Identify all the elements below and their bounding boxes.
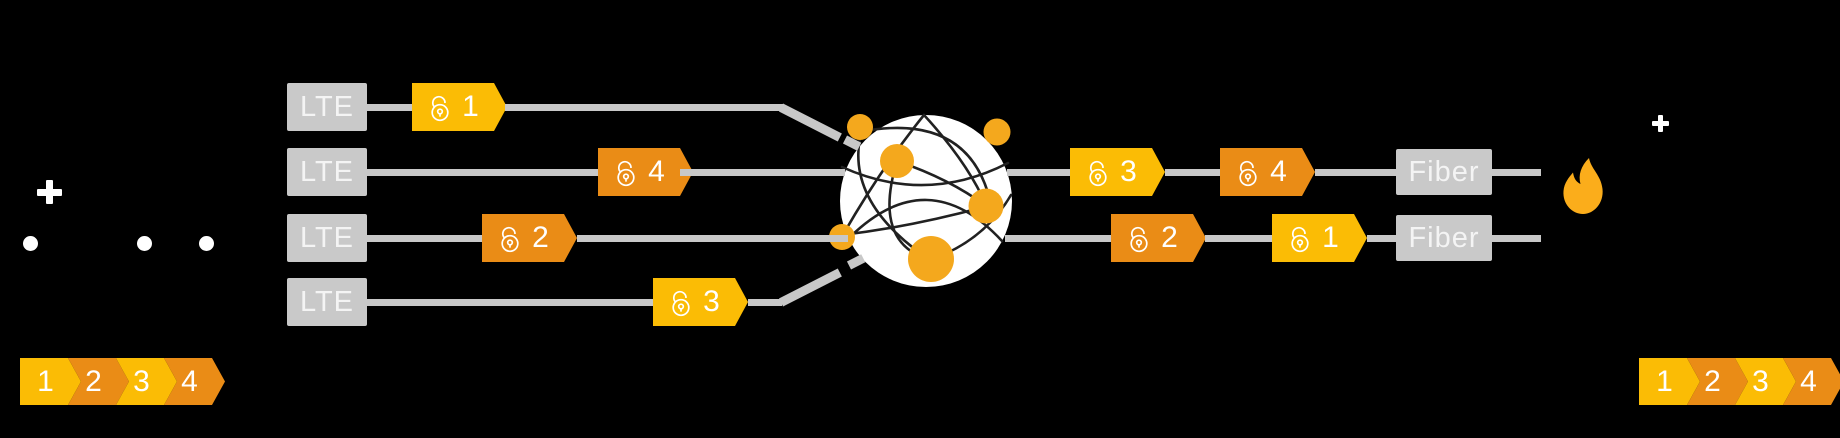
- encryption-badge: 1: [412, 83, 507, 131]
- encryption-badge: 1: [1272, 214, 1367, 262]
- sequence-bar: 1 2 3 4: [1639, 358, 1840, 405]
- encryption-badge: 3: [653, 278, 748, 326]
- sequence-chevron: 1: [20, 358, 81, 405]
- connector-line: [748, 298, 782, 306]
- globe-node: [968, 188, 1004, 224]
- chevron-number: 2: [85, 364, 102, 398]
- lte-box: LTE: [287, 278, 367, 326]
- encryption-badge: 3: [1070, 148, 1165, 196]
- badge-number: 3: [1120, 155, 1137, 188]
- chevron-number: 2: [1704, 364, 1721, 398]
- lte-label: LTE: [299, 90, 355, 123]
- globe-node: [983, 118, 1011, 146]
- flame-icon: [1563, 158, 1603, 214]
- connector-line: [367, 298, 653, 306]
- connector-line: [1165, 168, 1220, 176]
- connector-line: [1005, 234, 1111, 242]
- lte-label: LTE: [299, 221, 355, 254]
- badge-number: 3: [703, 285, 720, 318]
- open-padlock-icon: [617, 160, 635, 187]
- connector-line: [367, 168, 598, 176]
- plus-icon: [1652, 115, 1669, 132]
- connector-line: [1205, 234, 1272, 242]
- open-padlock-icon: [1089, 160, 1107, 187]
- globe-node: [847, 114, 873, 140]
- chevron-number: 3: [133, 364, 150, 398]
- chevron-number: 1: [37, 364, 54, 398]
- connector-line: [367, 234, 482, 242]
- open-padlock-icon: [672, 290, 690, 317]
- globe-node: [880, 144, 914, 178]
- open-padlock-icon: [501, 226, 519, 253]
- badge-number: 1: [1322, 221, 1339, 254]
- connector-line: [1367, 234, 1396, 242]
- sequence-chevron: 1: [1639, 358, 1700, 405]
- connector-line: [1492, 168, 1541, 176]
- chevron-number: 4: [1800, 364, 1817, 398]
- connector-line: [1492, 234, 1541, 242]
- badge-number: 2: [1161, 221, 1178, 254]
- badge-number: 4: [648, 155, 665, 188]
- lte-box: LTE: [287, 214, 367, 262]
- dot-icon: [22, 235, 38, 251]
- badge-number: 1: [462, 90, 479, 123]
- badge-number: 4: [1270, 155, 1287, 188]
- open-padlock-icon: [1291, 226, 1309, 253]
- encryption-badge: 2: [482, 214, 577, 262]
- plus-icon: [37, 180, 62, 204]
- chevron-number: 3: [1752, 364, 1769, 398]
- connector-line: [1315, 168, 1396, 176]
- connector-line: [680, 168, 845, 176]
- fiber-box: Fiber: [1396, 149, 1492, 195]
- fiber-label: Fiber: [1408, 155, 1480, 188]
- globe-node: [908, 236, 954, 282]
- connector-line: [505, 103, 783, 111]
- open-padlock-icon: [431, 95, 449, 122]
- sequence-chevron: 2: [1687, 358, 1748, 405]
- chevron-number: 4: [181, 364, 198, 398]
- lte-box: LTE: [287, 83, 367, 131]
- dot-icon: [136, 235, 152, 251]
- connector-line: [577, 234, 848, 242]
- sequence-bar: 1 2 3 4: [20, 358, 225, 405]
- internet-globe-icon: [829, 113, 1013, 287]
- open-padlock-icon: [1130, 226, 1148, 253]
- encryption-badge: 4: [598, 148, 693, 196]
- lte-box: LTE: [287, 148, 367, 196]
- dot-icon: [198, 235, 214, 251]
- sequence-chevron: 4: [1783, 358, 1840, 405]
- chevron-number: 1: [1656, 364, 1673, 398]
- connector-line: [367, 103, 412, 111]
- badge-number: 2: [532, 221, 549, 254]
- fiber-box: Fiber: [1396, 215, 1492, 261]
- fiber-label: Fiber: [1408, 221, 1480, 254]
- connector-line: [1007, 168, 1070, 176]
- encryption-badge: 2: [1111, 214, 1206, 262]
- lte-label: LTE: [299, 155, 355, 188]
- encryption-badge: 4: [1220, 148, 1315, 196]
- lte-label: LTE: [299, 285, 355, 318]
- open-padlock-icon: [1239, 160, 1257, 187]
